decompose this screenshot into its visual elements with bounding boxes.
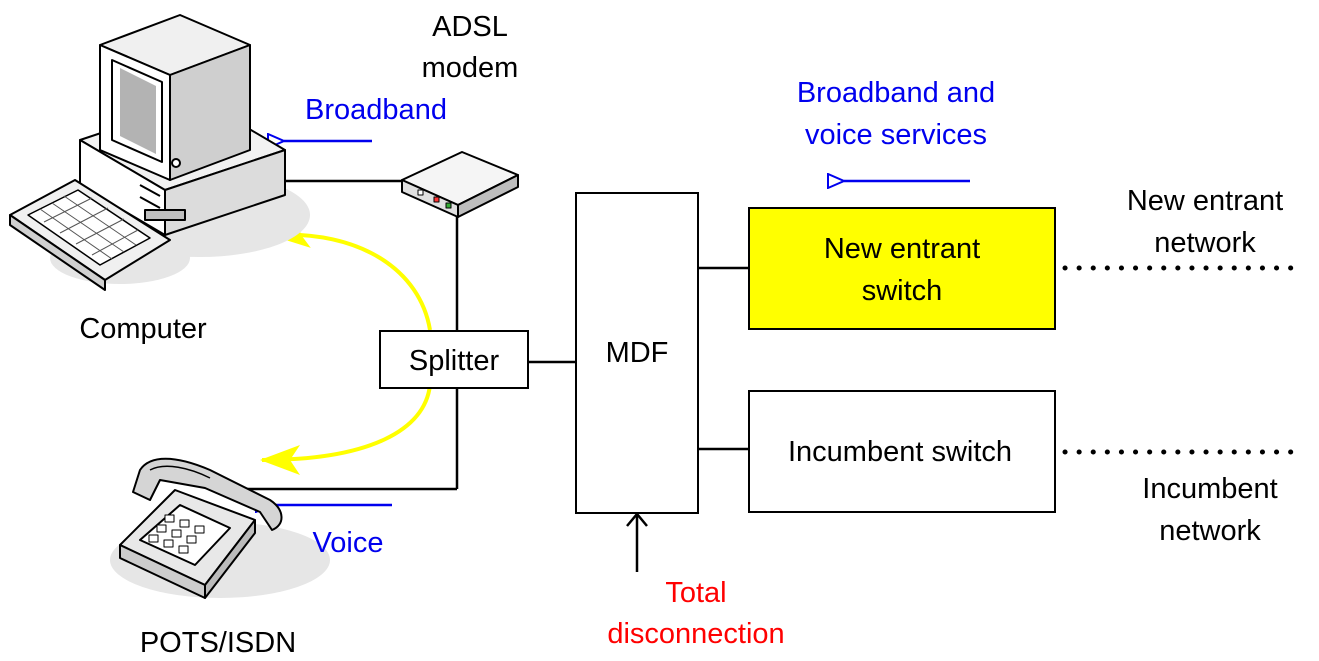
- computer-icon: [9, 14, 310, 291]
- mdf-box: [575, 192, 699, 514]
- signal-arrows: [272, 141, 970, 505]
- telephone-icon: [110, 457, 330, 599]
- new-switch-label-1: New entrant: [824, 233, 980, 265]
- total-disconnection-label-2: disconnection: [607, 618, 784, 650]
- total-disconnection-label-1: Total: [665, 577, 726, 609]
- mdf-label: MDF: [606, 337, 669, 369]
- adsl-label: ADSL: [432, 11, 508, 43]
- new-network-label-2: network: [1154, 227, 1256, 259]
- split-arrow-to-phone: [260, 384, 432, 475]
- new-network-label-1: New entrant: [1127, 185, 1283, 217]
- computer-label: Computer: [79, 313, 207, 345]
- incumbent-switch-label: Incumbent switch: [788, 436, 1012, 468]
- broadband-label: Broadband: [305, 94, 447, 126]
- network-links: [1062, 265, 1303, 455]
- services-label-2: voice services: [805, 119, 987, 151]
- voice-label: Voice: [313, 527, 384, 559]
- services-label-1: Broadband and: [797, 77, 995, 109]
- splitter-box: [379, 330, 529, 389]
- connection-lines: [240, 179, 749, 572]
- incumbent-switch-box: [748, 390, 1056, 513]
- new-switch-label-2: switch: [862, 275, 943, 307]
- modem-icon: [401, 151, 519, 218]
- new-entrant-switch-box: [748, 207, 1056, 330]
- incumbent-network-label-1: Incumbent: [1142, 473, 1277, 505]
- splitter-label: Splitter: [409, 345, 500, 377]
- incumbent-network-label-2: network: [1159, 515, 1261, 547]
- split-arrow-to-computer: [270, 217, 432, 331]
- pots-label: POTS/ISDN: [140, 627, 296, 659]
- modem-label: modem: [422, 52, 519, 84]
- split-arrows: [260, 217, 432, 475]
